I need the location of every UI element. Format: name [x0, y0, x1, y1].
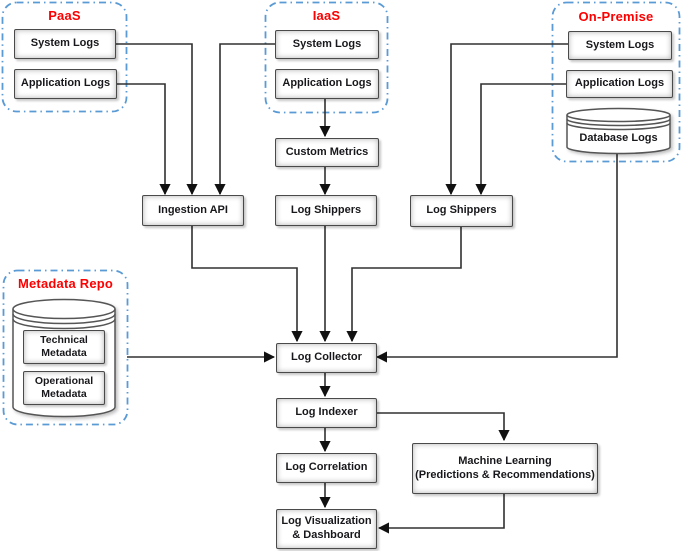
- node-log-visualization-dashboard: Log Visualization & Dashboard: [276, 509, 377, 549]
- metadata-repo-group-title: Metadata Repo: [17, 276, 114, 291]
- node-onprem-application-logs: Application Logs: [566, 70, 673, 98]
- node-log-collector: Log Collector: [276, 343, 377, 373]
- node-onprem-system-logs: System Logs: [568, 31, 672, 60]
- node-iaas-system-logs: System Logs: [275, 30, 379, 59]
- connector-paas-system-logs-to-ingestion-api: [114, 43, 198, 196]
- connector-log-shippers-right-to-log-collector: [346, 226, 462, 343]
- iaas-group-border: [264, 1, 389, 114]
- on-premise-group-title: On-Premise: [578, 9, 654, 24]
- connector-ingestion-api-to-log-collector: [191, 225, 303, 343]
- machine-learning-line2: (Predictions & Recommendations): [415, 468, 595, 481]
- connector-database-logs-to-log-collector: [375, 153, 618, 363]
- machine-learning-line1: Machine Learning: [458, 454, 552, 467]
- node-log-shippers-right: Log Shippers: [410, 195, 513, 227]
- node-log-correlation: Log Correlation: [276, 453, 377, 483]
- iaas-group-title: IaaS: [312, 8, 341, 23]
- node-database-logs-label: Database Logs: [579, 132, 658, 144]
- connector-log-indexer-to-machine-learning: [375, 412, 510, 442]
- paas-group-title: PaaS: [48, 8, 81, 23]
- node-paas-application-logs: Application Logs: [14, 69, 117, 99]
- node-log-shippers-center: Log Shippers: [275, 195, 377, 226]
- connector-machine-learning-to-log-visualization: [377, 493, 505, 534]
- node-machine-learning: Machine Learning (Predictions & Recommen…: [412, 443, 598, 494]
- log-visualization-line1: Log Visualization: [281, 515, 372, 528]
- connector-onprem-system-logs-to-log-shippers: [445, 43, 568, 196]
- connector-iaas-system-logs-to-ingestion-api: [214, 43, 275, 196]
- node-custom-metrics: Custom Metrics: [275, 138, 379, 167]
- on-premise-group-border: [551, 1, 681, 163]
- connector-paas-application-logs-to-ingestion-api: [115, 83, 171, 196]
- paas-group-border: [1, 1, 128, 113]
- node-technical-metadata: Technical Metadata: [23, 330, 105, 364]
- metadata-repo-group-border: [2, 269, 129, 426]
- node-iaas-application-logs: Application Logs: [275, 69, 379, 99]
- node-log-indexer: Log Indexer: [276, 398, 377, 428]
- connector-onprem-application-logs-to-log-shippers: [475, 83, 566, 196]
- node-ingestion-api: Ingestion API: [142, 195, 244, 226]
- node-paas-system-logs: System Logs: [14, 29, 116, 59]
- log-visualization-line2: & Dashboard: [292, 529, 361, 541]
- node-operational-metadata: Operational Metadata: [23, 371, 105, 405]
- database-logs-cylinder: [566, 107, 671, 155]
